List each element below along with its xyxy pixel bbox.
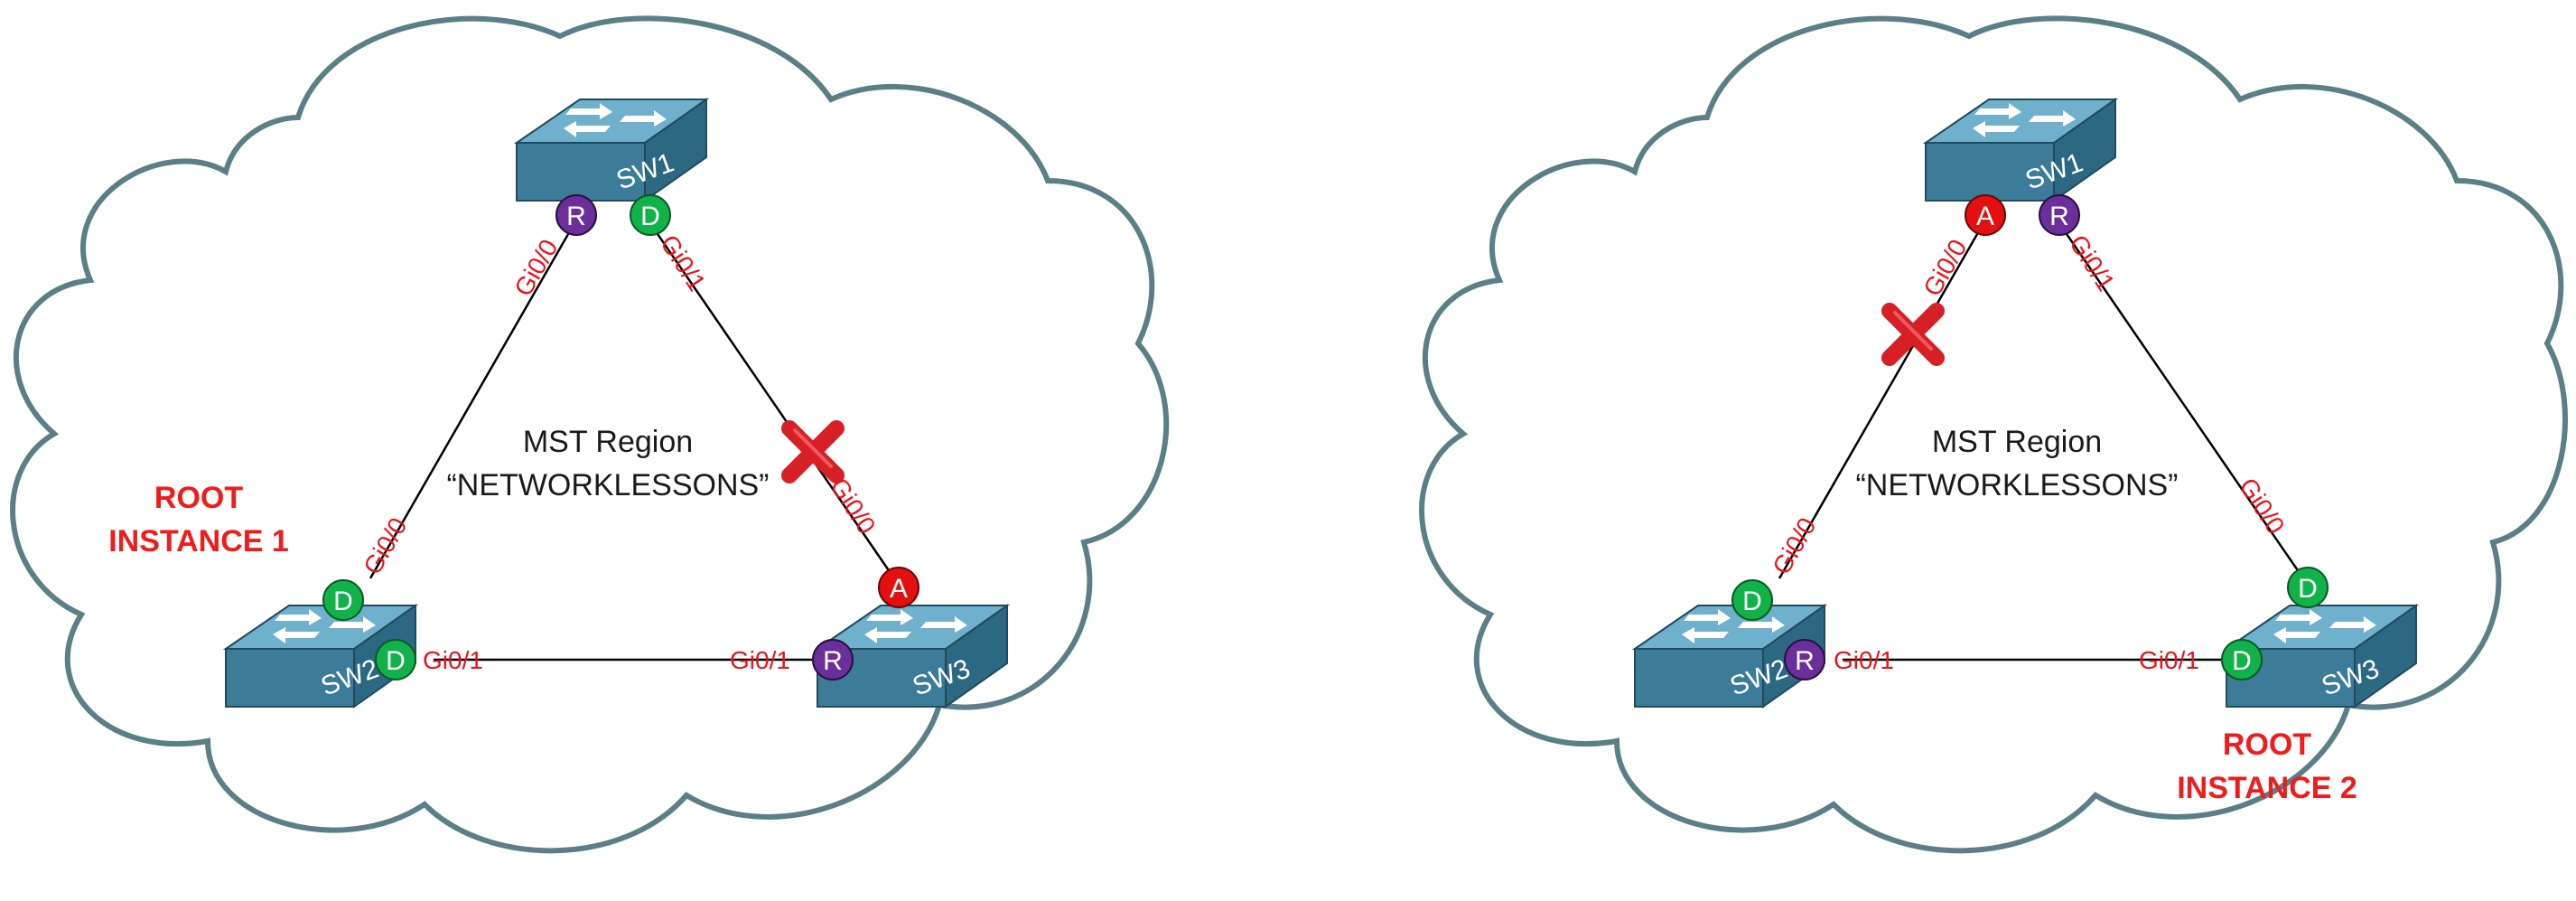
- svg-text:R: R: [823, 646, 843, 676]
- port-role-sw2-gi00: D: [1731, 579, 1773, 621]
- port-label-sw2-gi01: Gi0/1: [423, 646, 483, 674]
- link-sw1-sw3: [2053, 216, 2305, 579]
- region-title: MST Region: [1932, 425, 2102, 459]
- svg-text:A: A: [1976, 202, 1994, 231]
- port-label-sw2-gi01: Gi0/1: [1834, 646, 1894, 674]
- svg-text:D: D: [333, 587, 353, 616]
- root-label-line1: ROOT: [154, 481, 243, 515]
- port-role-sw1-gi00: A: [1965, 194, 2006, 236]
- port-role-sw2-gi00: D: [322, 579, 364, 621]
- svg-text:A: A: [890, 574, 908, 604]
- port-role-sw2-gi01: D: [375, 639, 416, 680]
- switch-sw3[interactable]: SW3: [2226, 605, 2417, 708]
- port-label-sw3-gi01: Gi0/1: [2139, 646, 2199, 674]
- svg-text:D: D: [1742, 587, 1762, 616]
- svg-text:R: R: [2049, 202, 2069, 231]
- link-sw1-sw3: [644, 216, 896, 579]
- port-role-sw1-gi01: D: [630, 194, 671, 236]
- svg-text:R: R: [566, 202, 586, 231]
- port-role-sw1-gi00: R: [555, 194, 597, 236]
- switch-sw2[interactable]: SW2: [225, 605, 416, 708]
- svg-text:D: D: [386, 646, 406, 676]
- svg-text:D: D: [640, 202, 660, 231]
- root-label-line1: ROOT: [2223, 727, 2311, 762]
- port-label-sw3-gi01: Gi0/1: [730, 646, 790, 674]
- port-role-sw3-gi00: D: [2287, 567, 2329, 608]
- link-sw1-sw2: [369, 216, 580, 579]
- diagram-instance-1: SW1 SW2 SW3 R D D D A: [10, 15, 1170, 854]
- switch-sw2[interactable]: SW2: [1634, 605, 1825, 708]
- diagram-instance-2: SW1 SW2 SW3 A R D R D: [1419, 15, 2568, 854]
- port-role-sw3-gi01: D: [2221, 639, 2263, 680]
- root-label-line2: INSTANCE 2: [2177, 771, 2357, 805]
- region-name: “NETWORKLESSONS”: [446, 468, 769, 502]
- svg-text:D: D: [2232, 646, 2252, 676]
- switch-sw3[interactable]: SW3: [817, 605, 1008, 708]
- port-role-sw1-gi01: R: [2039, 194, 2080, 236]
- region-name: “NETWORKLESSONS”: [1855, 468, 2178, 502]
- port-role-sw3-gi00: A: [878, 567, 919, 608]
- svg-text:D: D: [2298, 574, 2318, 604]
- region-title: MST Region: [523, 425, 693, 459]
- link-sw1-sw2: [1778, 216, 1989, 579]
- root-label-line2: INSTANCE 1: [108, 524, 289, 558]
- svg-text:R: R: [1795, 646, 1815, 676]
- port-role-sw2-gi01: R: [1784, 639, 1825, 680]
- port-role-sw3-gi01: R: [812, 639, 854, 680]
